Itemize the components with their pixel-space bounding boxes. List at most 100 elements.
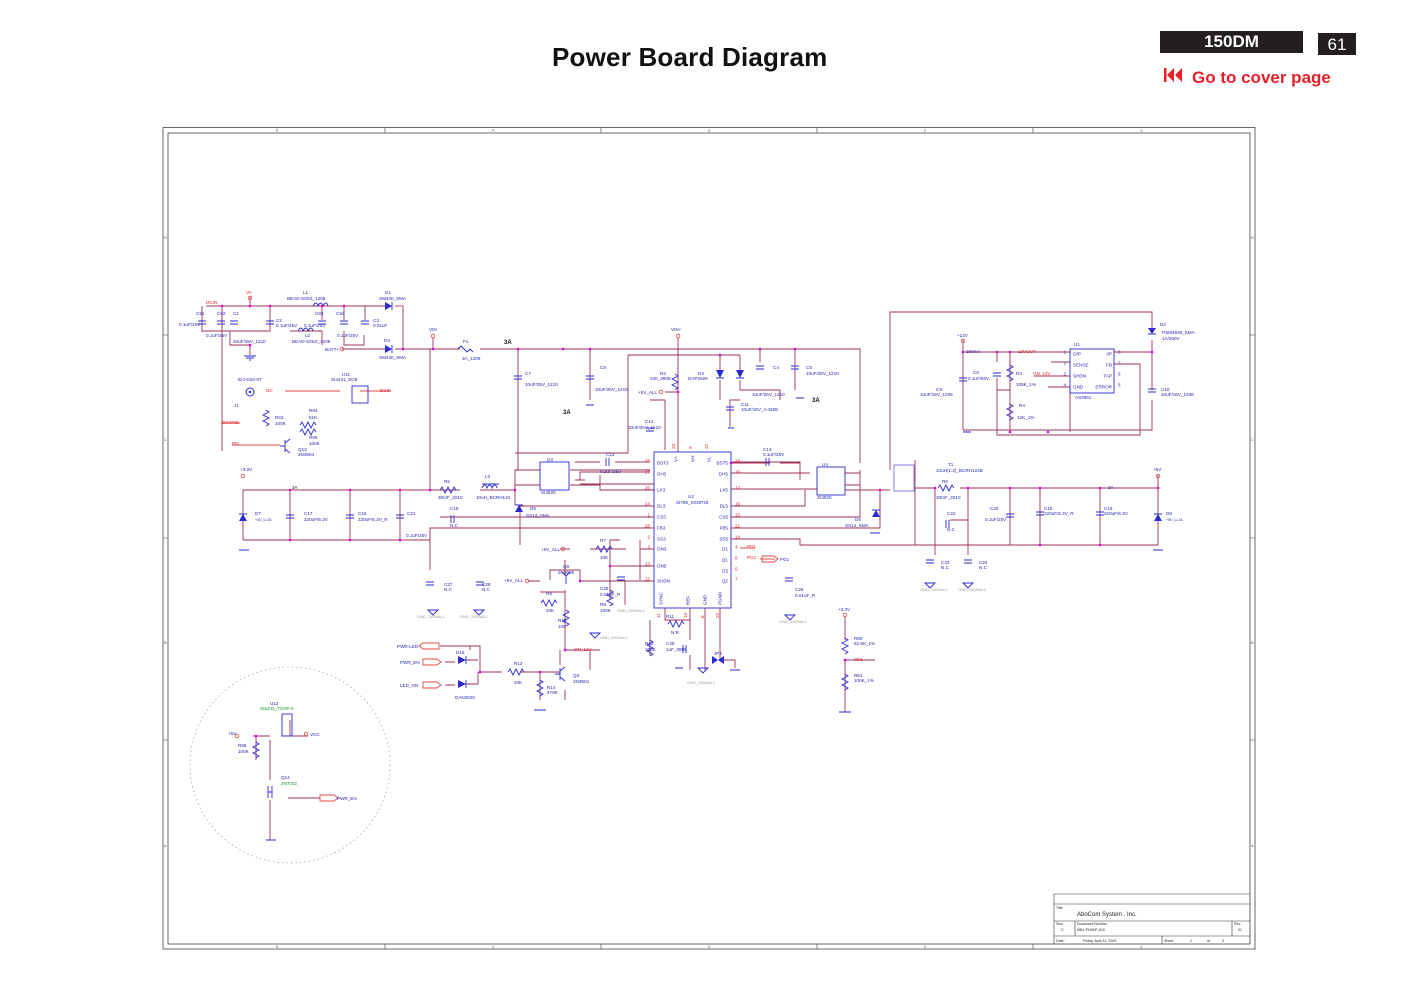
value-label: 0.1uF/25V bbox=[763, 452, 785, 457]
net-label: DCGND bbox=[222, 420, 240, 425]
value-label: 0.1uF/25V bbox=[304, 323, 326, 328]
net-label: VA bbox=[246, 290, 253, 295]
pin-name: O/P bbox=[1073, 352, 1081, 357]
ref-label: D5 bbox=[530, 506, 536, 511]
pin-name: I/P bbox=[1106, 352, 1112, 357]
ref-label: R12 bbox=[645, 641, 654, 646]
row-label: B bbox=[1251, 640, 1254, 645]
pin-number: 8 bbox=[1118, 350, 1121, 355]
value-label: N.C bbox=[979, 565, 988, 570]
ref-label: C11 bbox=[741, 402, 750, 407]
value-label: 1uF_0805 bbox=[666, 647, 687, 652]
ref-label: C93 bbox=[315, 311, 324, 316]
value-label: 30mF_2010 bbox=[438, 495, 463, 500]
value-label: N.C bbox=[482, 587, 491, 592]
control-labels: +5V_ALL R7 10K C27 N.C C28 N.C Q8 2N3906… bbox=[397, 538, 875, 700]
pin-name: SYNC bbox=[659, 592, 664, 605]
value-label: 105K_1% bbox=[1016, 382, 1036, 387]
row-label: A bbox=[1251, 843, 1254, 848]
value-label: 0.1uF/25V bbox=[985, 517, 1007, 522]
ref-label: C28 bbox=[482, 582, 491, 587]
value-label: 2N3906 bbox=[558, 570, 575, 575]
ref-label: R8 bbox=[546, 591, 552, 596]
ref-label: D8 bbox=[1166, 511, 1172, 516]
ref-label: C25 bbox=[600, 586, 609, 591]
value-label: 10uF/16V_A-SIZE bbox=[741, 407, 778, 412]
pin-name: BST3 bbox=[657, 461, 669, 466]
date-label: Date: bbox=[1056, 939, 1065, 943]
current-label: 3A bbox=[292, 485, 298, 490]
size-value: C bbox=[1061, 928, 1064, 932]
value-label: 10uH(1:2)_BCRH124B bbox=[936, 468, 983, 473]
pin-name: ERROR bbox=[1095, 385, 1112, 390]
ref-label: D15 bbox=[456, 650, 465, 655]
value-label: 0.1uF/25V bbox=[179, 322, 201, 327]
ref-label: D2 bbox=[1160, 322, 1166, 327]
pin-number: 17 bbox=[735, 486, 741, 491]
pin-number: 3 bbox=[1063, 372, 1066, 377]
value-label: SI4920 bbox=[541, 490, 556, 495]
value-label: 100K_1% bbox=[854, 678, 874, 683]
value-label: 82.5K_1% bbox=[854, 641, 875, 646]
net-label: +5V_ALL bbox=[504, 578, 523, 583]
pin-name: DL3 bbox=[657, 504, 666, 509]
column-label: 5 bbox=[276, 944, 279, 949]
gnd-label: GND_SIGNAL1 bbox=[600, 635, 629, 640]
pin-number: 4 bbox=[735, 545, 738, 550]
value-label: 2N3904 bbox=[298, 452, 315, 457]
value-label: 100K bbox=[275, 421, 287, 426]
docnum-value: MB1-PH3KP-A10 bbox=[1077, 928, 1105, 932]
pin-name: D2 bbox=[722, 569, 728, 574]
ref-label: C8 bbox=[600, 365, 606, 370]
value-label: 470K bbox=[547, 690, 559, 695]
ref-label: C13 bbox=[606, 452, 615, 457]
pin-name: VH bbox=[691, 456, 696, 462]
gnd-label: GND_SIGNAL1 bbox=[460, 614, 489, 619]
value-label: 2N7002 bbox=[281, 781, 298, 786]
value-label: 100K bbox=[600, 608, 612, 613]
value-label: N.C bbox=[444, 587, 453, 592]
port-label: PWR_EN bbox=[337, 796, 357, 801]
value-label: 0.1uF/25V bbox=[600, 469, 622, 474]
net-label: VIN+ bbox=[671, 327, 682, 332]
ref-label: C9 bbox=[936, 387, 942, 392]
pin-number: 28 bbox=[645, 524, 651, 529]
ref-label: C6 bbox=[973, 370, 979, 375]
pin-name: Q1 bbox=[722, 558, 729, 563]
net-label: +5V_ALL bbox=[638, 390, 657, 395]
ref-label: D4 bbox=[698, 371, 704, 376]
value-label: 220uF/6.3V_R bbox=[1044, 511, 1074, 516]
go-to-cover-link[interactable]: Go to cover page bbox=[1164, 67, 1331, 88]
value-label: N.C bbox=[941, 565, 950, 570]
pin-number: 19 bbox=[735, 502, 741, 507]
pin-name: DL5 bbox=[720, 504, 729, 509]
row-label: A bbox=[164, 843, 167, 848]
ref-label: U4 bbox=[822, 462, 828, 467]
ref-label: Q3 bbox=[573, 673, 580, 678]
port-label: PWR-LED bbox=[397, 644, 419, 649]
column-label: 2 bbox=[924, 944, 927, 949]
out5-labels: T1 10uH(1:2)_BCRH124B R6 30mF_2010 C22 N… bbox=[936, 462, 1183, 570]
ref-label: C18 bbox=[358, 511, 367, 516]
title-block: Title AboCom System , Inc. Size C Docume… bbox=[1053, 893, 1250, 944]
ref-label: F1 bbox=[463, 339, 469, 344]
value-label: 10uF/16V_1206 bbox=[920, 392, 953, 397]
column-label: 1 bbox=[1140, 944, 1143, 949]
pin-number: 13 bbox=[645, 562, 651, 567]
pin-number: 18 bbox=[735, 459, 741, 464]
column-label: 3 bbox=[708, 128, 711, 133]
input-section-labels: DCIN VA L1 BEAD-S0SZ_1206 D1 SM340_SMA C… bbox=[179, 290, 512, 361]
value-label: SS14_SMA bbox=[845, 523, 870, 528]
of-label: of bbox=[1207, 939, 1210, 943]
value-label: 220uF/6.3V bbox=[1104, 511, 1129, 516]
value-label: 10uF/25V_1210 bbox=[595, 387, 628, 392]
value-label: 1A/200V bbox=[1162, 336, 1181, 341]
pin-number: 5 bbox=[735, 567, 738, 572]
net-label: +5V bbox=[1153, 467, 1162, 472]
value-label: 100K bbox=[238, 749, 250, 754]
ref-label: R65 bbox=[309, 435, 318, 440]
pin-name: DH5 bbox=[719, 472, 729, 477]
pin-number: 12 bbox=[645, 577, 651, 582]
ref-label: D6 bbox=[855, 517, 861, 522]
value-label: 0.01uF_R bbox=[795, 593, 816, 598]
